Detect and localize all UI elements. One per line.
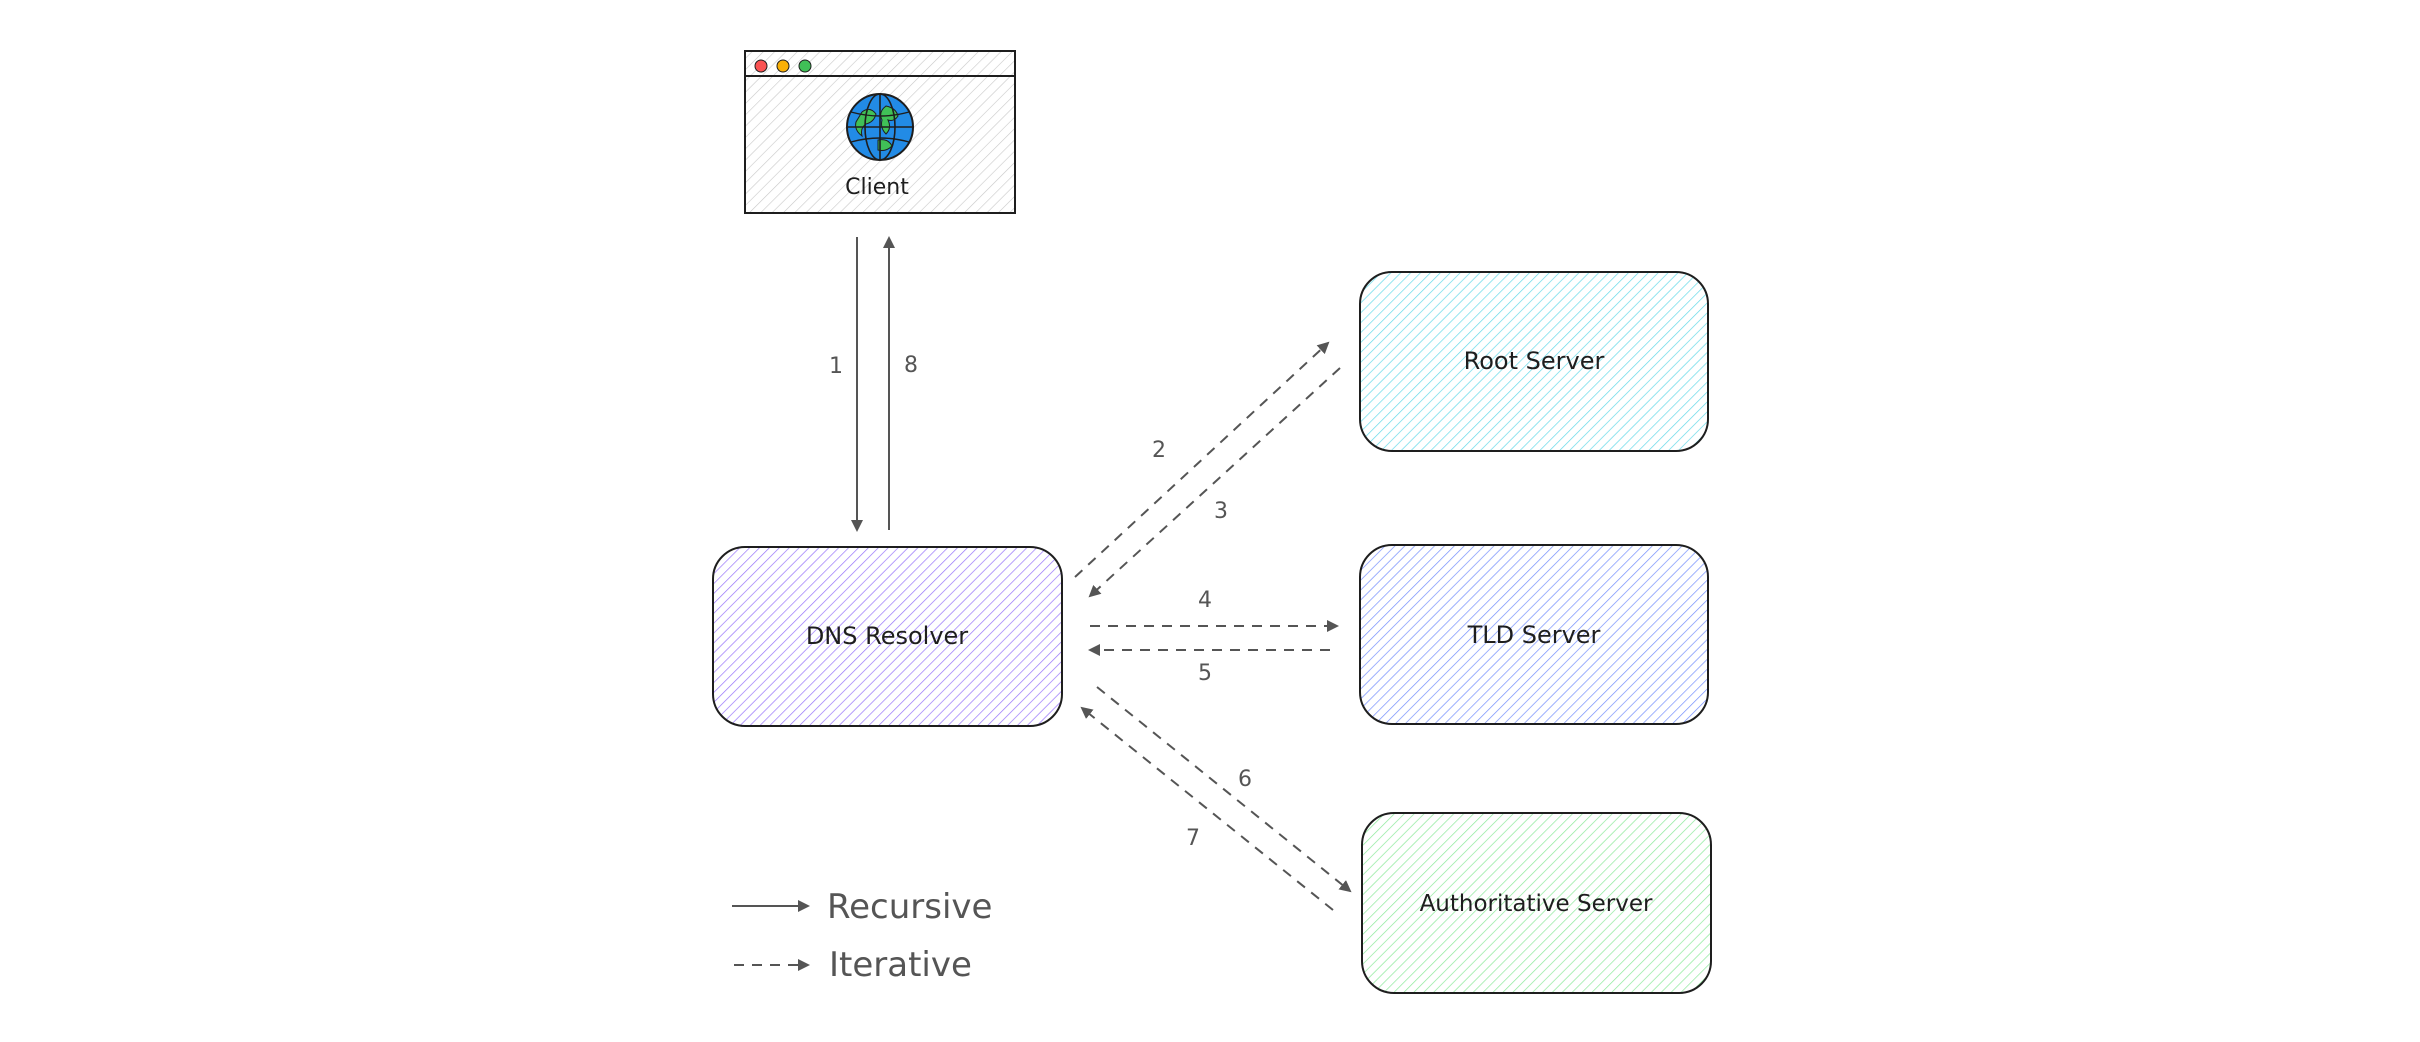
window-close-dot [754, 59, 768, 73]
step-label-3: 3 [1214, 499, 1228, 524]
tld-server-node: TLD Server [1359, 544, 1709, 725]
tld-server-label: TLD Server [1467, 621, 1601, 649]
arrow-step-6 [1096, 686, 1352, 893]
step-label-4: 4 [1198, 588, 1212, 613]
dns-resolver-label: DNS Resolver [806, 622, 968, 650]
step-label-7: 7 [1186, 826, 1200, 851]
window-minimize-dot [776, 59, 790, 73]
client-node: Client [744, 50, 1016, 214]
tld-server-box [1359, 544, 1709, 725]
dns-resolver-node: DNS Resolver [712, 546, 1063, 727]
root-server-label: Root Server [1464, 347, 1605, 375]
legend-iterative-label: Iterative [829, 945, 972, 985]
window-maximize-dot [798, 59, 812, 73]
authoritative-server-node: Authoritative Server [1361, 812, 1712, 994]
legend-recursive-label: Recursive [827, 887, 992, 927]
step-label-5: 5 [1198, 661, 1212, 686]
step-label-2: 2 [1152, 438, 1166, 463]
arrow-step-7 [1080, 706, 1334, 911]
root-server-box [1359, 271, 1709, 452]
globe-icon [846, 93, 914, 161]
root-server-node: Root Server [1359, 271, 1709, 452]
step-label-6: 6 [1238, 767, 1252, 792]
dns-resolver-box [712, 546, 1063, 727]
step-label-1: 1 [829, 354, 843, 379]
authoritative-server-label: Authoritative Server [1420, 891, 1653, 917]
client-label: Client [845, 175, 909, 200]
authoritative-server-box [1361, 812, 1712, 994]
legend: Recursive Iterative [732, 887, 992, 985]
arrow-step-2 [1074, 341, 1330, 578]
step-label-8: 8 [904, 353, 918, 378]
arrow-step-3 [1088, 367, 1341, 598]
